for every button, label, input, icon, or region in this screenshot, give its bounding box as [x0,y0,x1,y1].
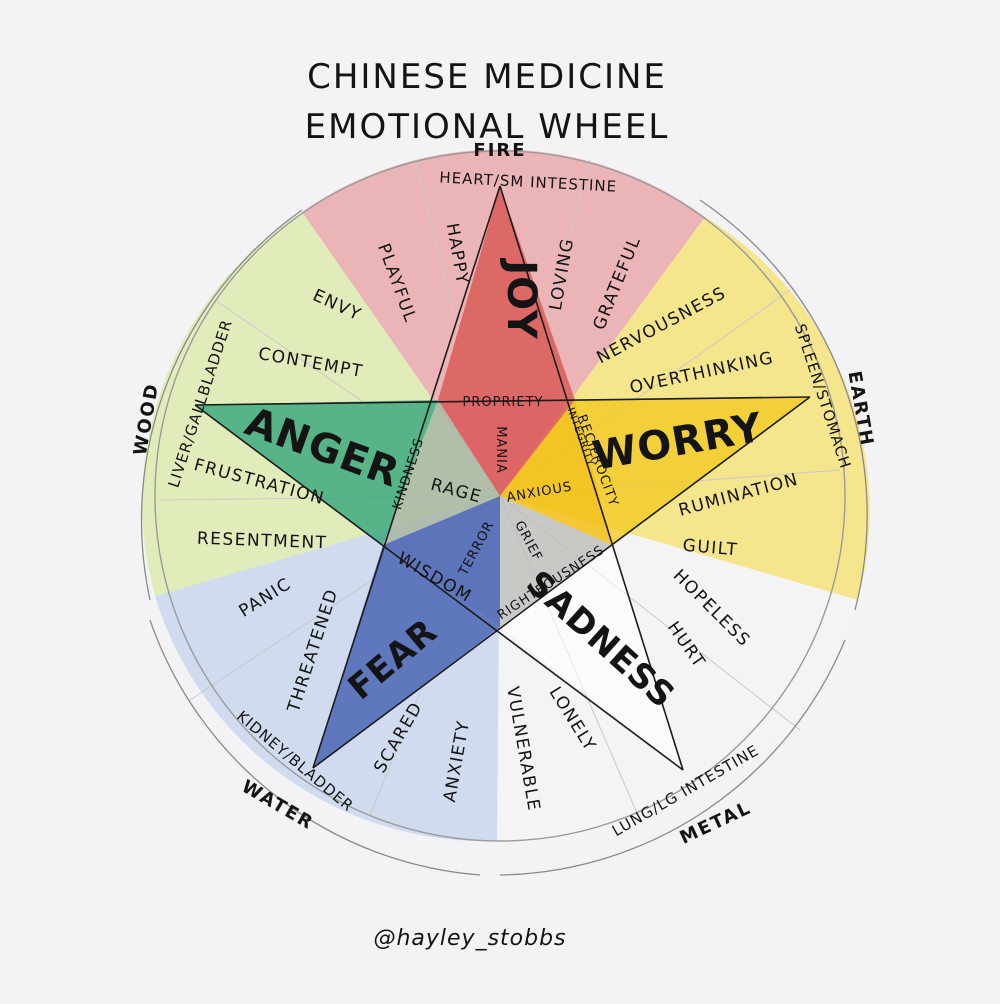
arc-water [149,619,481,876]
arc-wood [140,209,303,601]
center-earth-wedge [500,400,612,545]
center-fire-wedge [438,400,575,496]
center-metal-wedge [500,496,612,627]
star-line [499,185,684,771]
star-line [312,185,501,769]
cycle-arcs [140,199,868,876]
title-line2: EMOTIONAL WHEEL [305,107,670,147]
element-fire: FIRE [473,140,526,161]
sadness-triangle [500,545,683,770]
emotion-triangles [195,186,810,770]
center-water-wedge [383,496,500,627]
anger-triangle [195,400,438,545]
worry-triangle [575,397,810,545]
fear-triangle [313,545,500,768]
virtue-propriety: PROPRIETY [463,395,544,410]
outer-circle [154,150,846,842]
element-metal: METAL [677,797,755,848]
extreme-mania: MANIA [493,426,508,474]
joy-triangle [438,186,575,400]
arc-earth [699,199,868,611]
star-line [194,404,684,771]
signature: @hayley_stobbs [373,926,566,951]
star-line [194,396,811,406]
feeling-guilt: GUILT [682,536,739,561]
arc-metal [499,639,846,876]
feeling-resentment: RESENTMENT [197,529,328,554]
emotion-joy: JOY [498,257,544,339]
star-line [312,396,811,769]
center-wood-wedge [383,400,500,545]
star-outline [194,185,811,771]
title-line1: CHINESE MEDICINE [307,57,667,97]
center-pentagon [383,400,612,627]
